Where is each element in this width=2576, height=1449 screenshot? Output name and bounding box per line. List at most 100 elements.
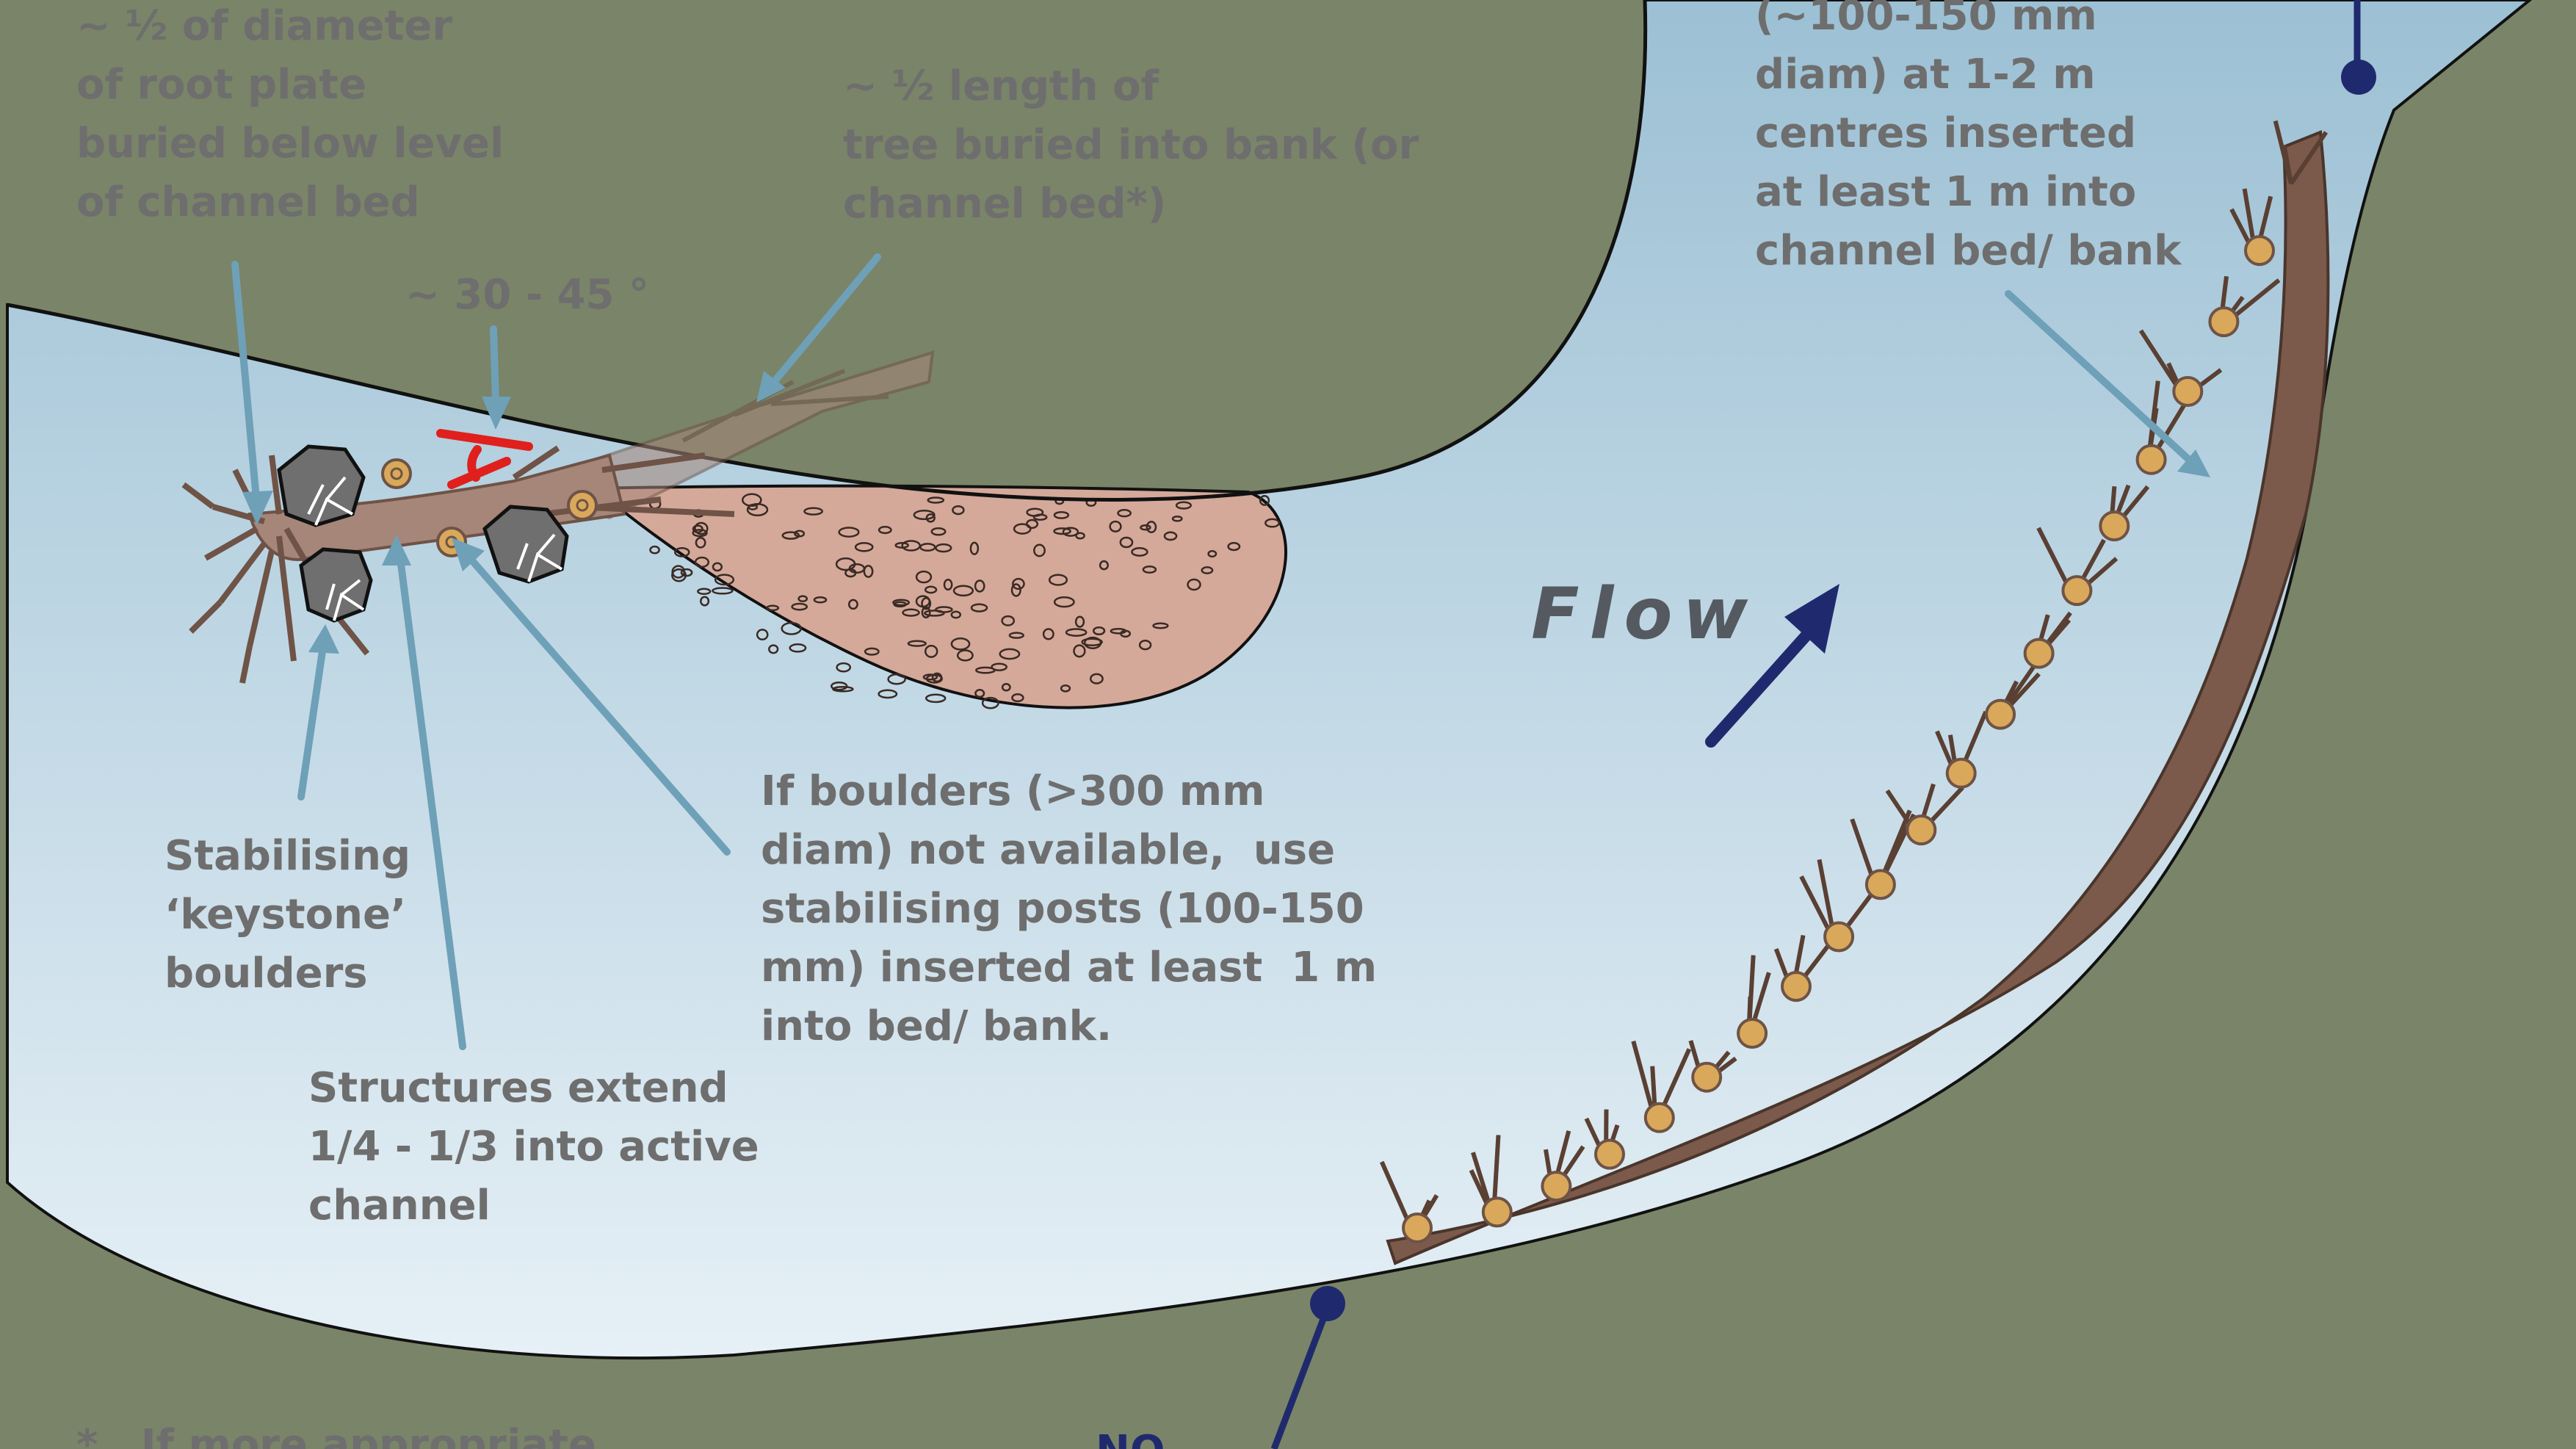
angle-label: ~ 30 - 45 ° (405, 271, 650, 319)
gravel-pebble (970, 603, 988, 613)
gravel-pebble (1053, 527, 1071, 535)
gravel-pebble (924, 644, 938, 658)
gravel-pebble (935, 606, 953, 613)
gravel-pebble (1073, 644, 1086, 658)
post-end-icon (1402, 1213, 1433, 1243)
gravel-pebble (694, 521, 709, 535)
post-end-icon (1906, 814, 1937, 846)
gravel-pebble (1074, 615, 1085, 628)
gravel-pebble (921, 606, 931, 619)
flow-label: Flow (1531, 573, 1759, 655)
gravel-pebble (1089, 673, 1104, 684)
gravel-pebble (1013, 523, 1032, 535)
boulder-icon (277, 444, 366, 527)
gravel-pebble (864, 647, 880, 656)
gravel-pebble (1026, 507, 1044, 517)
gravel-pebble (1065, 628, 1088, 637)
gravel-pebble (956, 649, 974, 662)
gravel-pebble (712, 562, 723, 572)
gravel-pebble (969, 541, 980, 555)
pin-marker-icon (1270, 1286, 1345, 1449)
gravel-pebble (781, 621, 802, 635)
gravel-pebble (835, 557, 856, 571)
gravel-pebble (1033, 543, 1046, 557)
gravel-pebble (1110, 627, 1127, 635)
keystone-label: Stabilising ‘keystone’ boulders (164, 832, 411, 997)
gravel-pebble (847, 599, 858, 610)
gravel-pebble (836, 662, 852, 673)
revetment-posts (1402, 235, 2275, 1243)
gravel-pebble (1075, 532, 1085, 540)
gravel-pebble (680, 568, 693, 577)
gravel-pebble (797, 595, 808, 603)
gravel-pebble (952, 505, 965, 516)
gravel-pebble (1131, 547, 1148, 557)
post-end-icon (2023, 637, 2055, 669)
gravel-pebble (692, 529, 708, 538)
gravel-pebble (1259, 494, 1270, 506)
bank-edge (7, 0, 1648, 502)
gravel-pebble (1201, 566, 1214, 574)
gravel-pebble (1117, 509, 1132, 518)
gravel-pebble (694, 556, 710, 568)
post-end-icon (1945, 757, 1977, 789)
gravel-pebble (892, 599, 911, 607)
gravel-pebble (741, 493, 762, 507)
gravel-pebble (756, 629, 769, 641)
gravel-pebble (1012, 577, 1025, 590)
gravel-pebble (925, 513, 936, 523)
post-end-icon (1691, 1061, 1723, 1093)
leader-arrowheads (242, 371, 2210, 654)
gravel-pebble (952, 585, 974, 597)
gravel-pebble (924, 610, 945, 617)
gravel-pebble (930, 527, 947, 536)
post-end-icon (1985, 698, 2016, 730)
post-end-icon (2099, 510, 2130, 542)
gravel-pebble (1142, 565, 1157, 574)
gravel-pebble (712, 587, 734, 595)
post-end-icon (381, 458, 412, 489)
gravel-pebble (925, 693, 947, 704)
gravel-pebble (907, 640, 927, 647)
gravel-pebble (1062, 527, 1079, 537)
gravel-pebble (1081, 637, 1103, 646)
gravel-pebble (981, 696, 999, 709)
gravel-pebble (748, 504, 759, 510)
gravel-pebble (950, 637, 971, 651)
gravel-pebble (943, 579, 953, 591)
gravel-pebble (1171, 515, 1183, 522)
gravel-pebble (1011, 693, 1024, 703)
gravel-pebble (1053, 510, 1070, 519)
gravel-texture (648, 493, 1280, 709)
gravel-pebble (695, 537, 706, 549)
gravel-pebble (1109, 520, 1122, 532)
post-end-icon (1781, 971, 1812, 1002)
gravel-pebble (692, 524, 703, 534)
gravel-pebble (927, 496, 945, 504)
gravel-pebble (1175, 501, 1192, 510)
gravel-pebble (1042, 628, 1054, 640)
boulders-alt-label: If boulders (>300 mm diam) not available… (761, 767, 1378, 1050)
gravel-pebble (1140, 524, 1151, 531)
gravel-pebble (915, 570, 933, 584)
gravel-pebble (1207, 550, 1218, 558)
gravel-pebble (924, 585, 938, 594)
gravel-pebble (1025, 518, 1039, 530)
gravel-pebble (878, 689, 898, 699)
gravel-pebble (1008, 632, 1024, 639)
gravel-pebble (902, 608, 920, 617)
gravel-pebble (1010, 583, 1021, 597)
gravel-pebble (854, 542, 874, 552)
leader-lines (231, 253, 2192, 1050)
gravel-pebble (1001, 615, 1016, 626)
boulder-icon (299, 547, 373, 623)
gravel-pebble (1092, 626, 1106, 636)
gravel-pebble (1053, 596, 1075, 608)
gravel-pebble (838, 527, 860, 538)
bottom-tag-label: NO (1096, 1422, 1165, 1449)
gravel-pebble (791, 602, 808, 611)
footnote-label: * If more appropriate (76, 1421, 596, 1449)
pin-marker-icon (2341, 0, 2376, 95)
